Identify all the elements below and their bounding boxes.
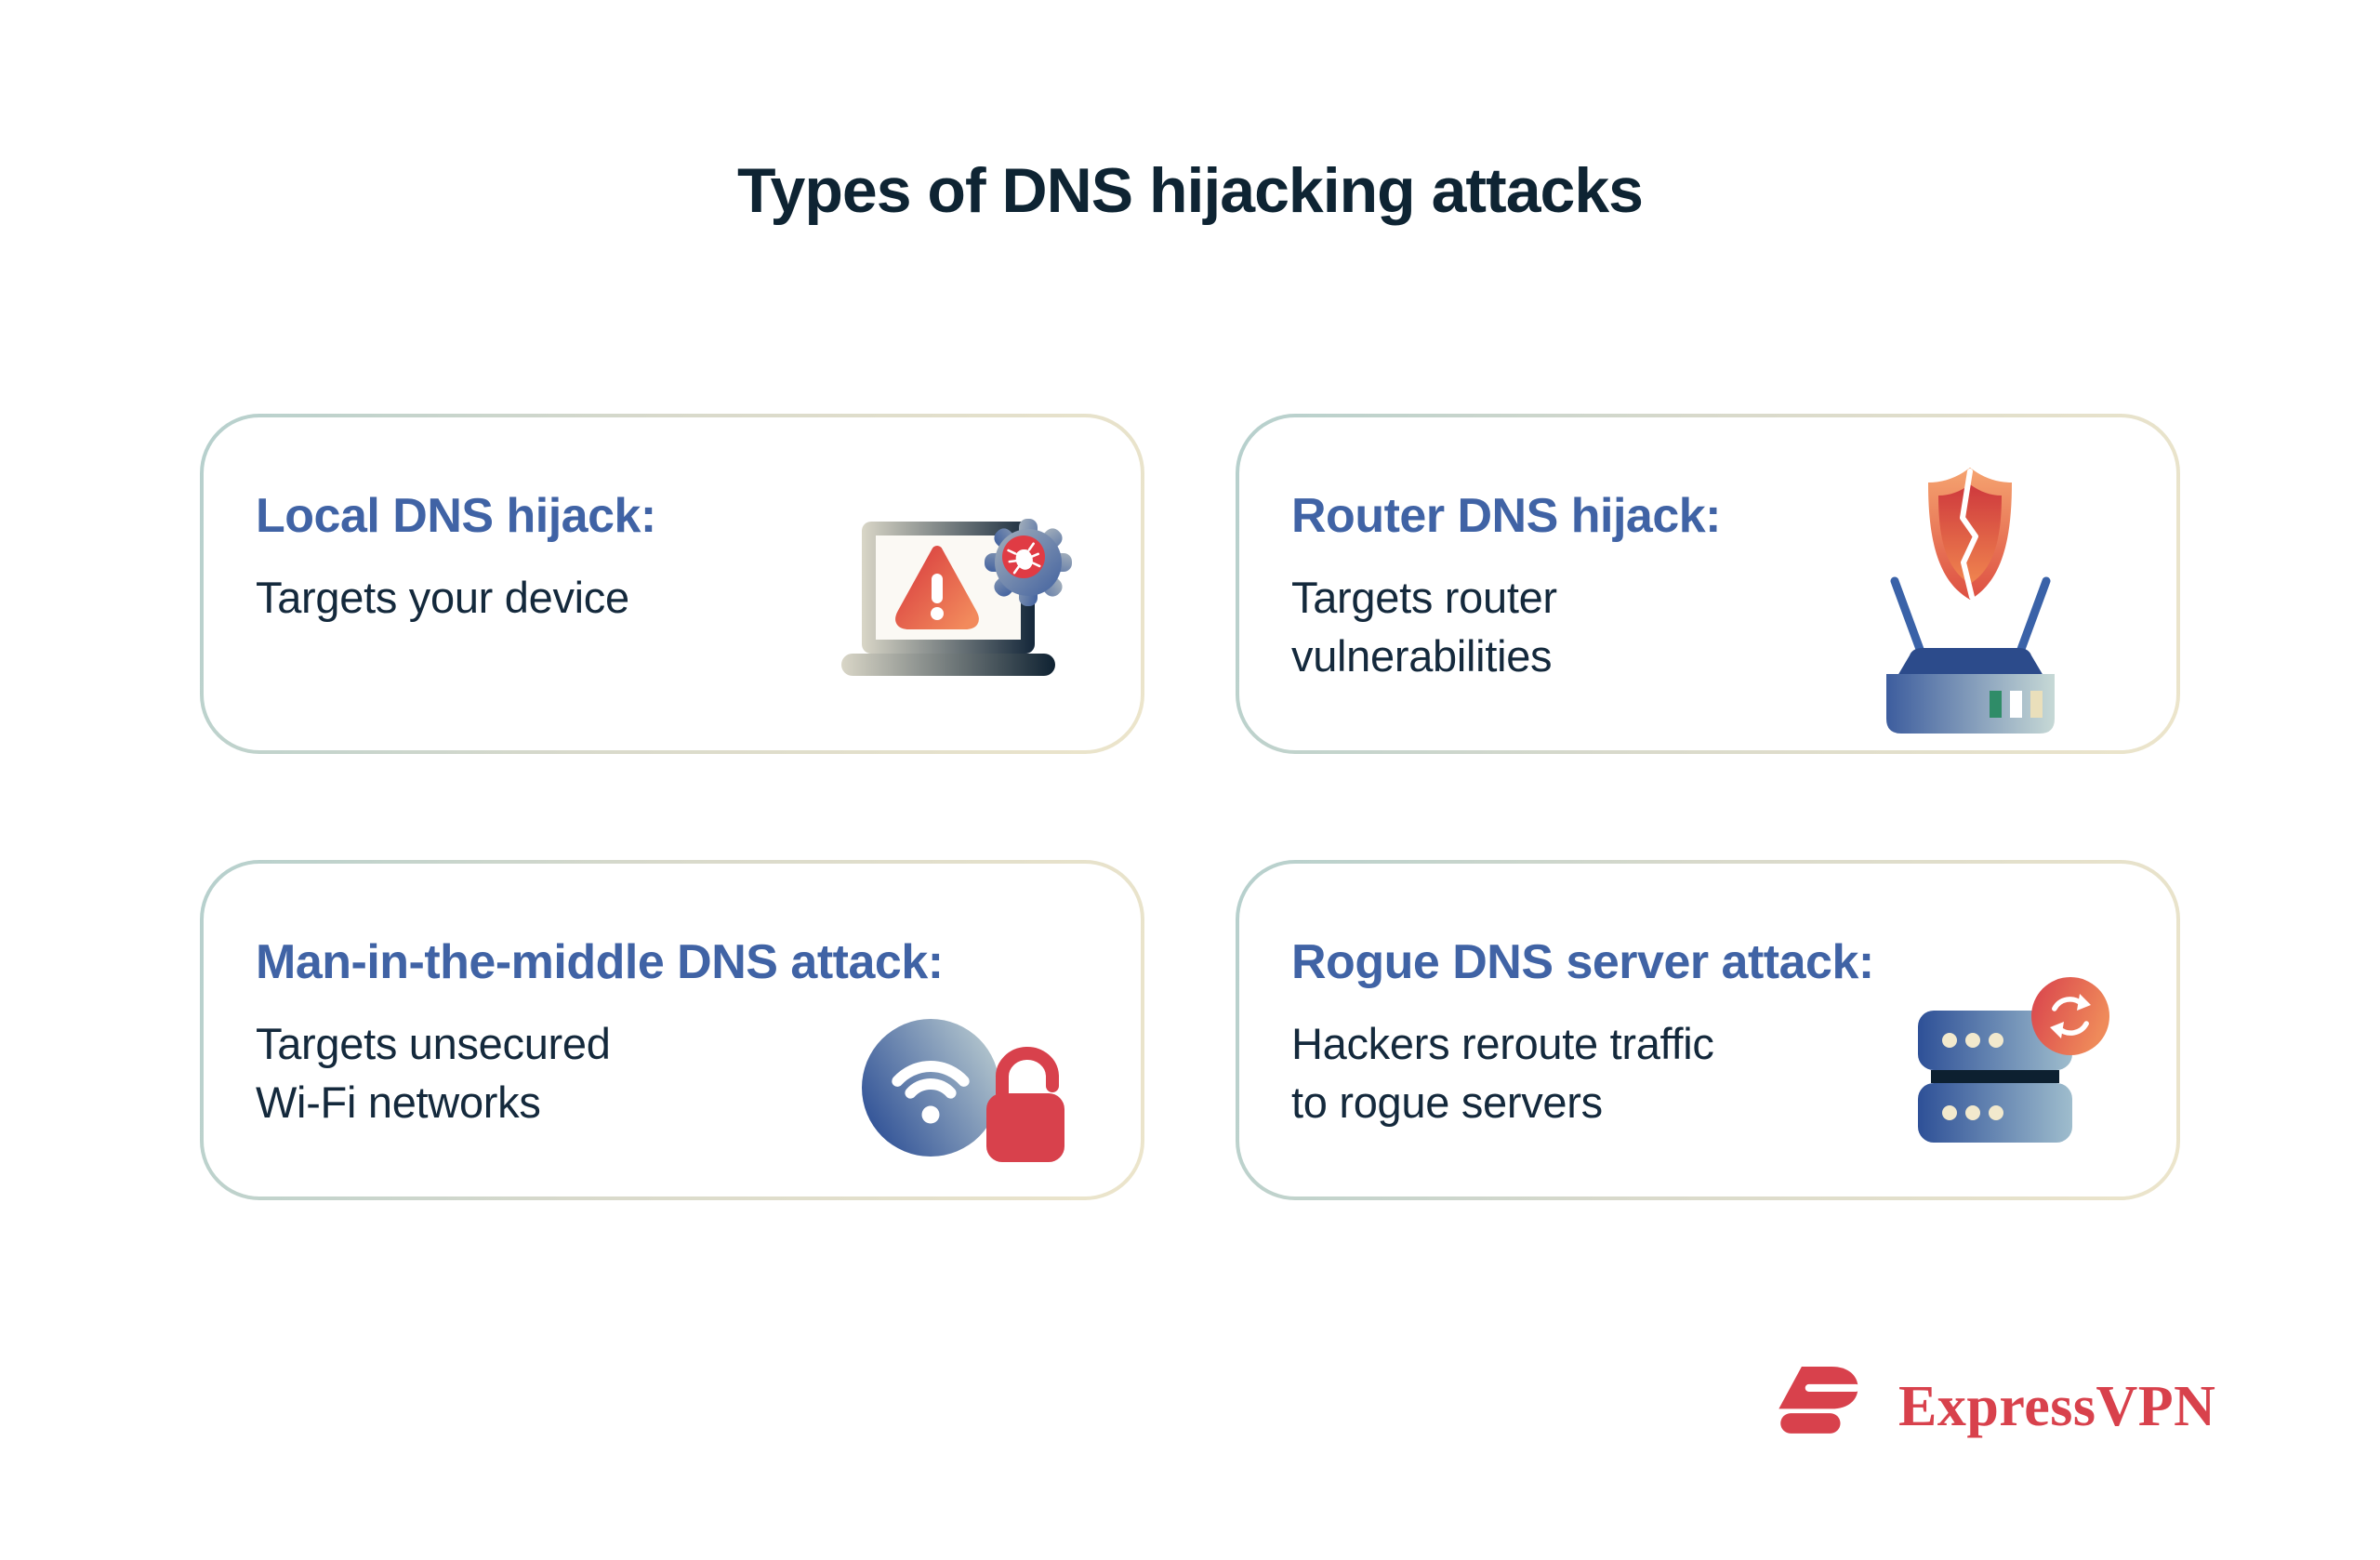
server-reroute-icon <box>1905 972 2121 1159</box>
card-heading: Man-in-the-middle DNS attack: <box>256 935 944 989</box>
card-router-dns-hijack: Router DNS hijack: Targets router vulner… <box>1236 414 2180 754</box>
page-title: Types of DNS hijacking attacks <box>737 155 1644 226</box>
card-mitm-dns-attack: Man-in-the-middle DNS attack: Targets un… <box>200 860 1144 1200</box>
router-breached-shield-icon <box>1861 464 2080 739</box>
card-description: Targets router vulnerabilities <box>1291 573 1557 681</box>
card-description: Hackers reroute traffic to rogue servers <box>1291 1019 1714 1128</box>
expressvpn-logo-icon <box>1768 1363 1865 1451</box>
card-local-dns-hijack-inner: Local DNS hijack: Targets your device <box>204 417 1141 750</box>
card-rogue-dns-server-attack-inner: Rogue DNS server attack: Hackers reroute… <box>1239 864 2176 1196</box>
card-local-dns-hijack: Local DNS hijack: Targets your device <box>200 414 1144 754</box>
brand-lockup: ExpressVPN <box>1768 1363 2215 1451</box>
laptop-malware-warning-icon <box>823 505 1083 714</box>
card-router-dns-hijack-inner: Router DNS hijack: Targets router vulner… <box>1239 417 2176 750</box>
card-heading: Router DNS hijack: <box>1291 489 1721 543</box>
card-heading: Local DNS hijack: <box>256 489 656 543</box>
card-mitm-dns-attack-inner: Man-in-the-middle DNS attack: Targets un… <box>204 864 1141 1196</box>
card-rogue-dns-server-attack: Rogue DNS server attack: Hackers reroute… <box>1236 860 2180 1200</box>
card-heading: Rogue DNS server attack: <box>1291 935 1874 989</box>
wifi-open-lock-icon <box>849 999 1081 1176</box>
card-description: Targets unsecured Wi-Fi networks <box>256 1019 611 1128</box>
brand-name: ExpressVPN <box>1898 1375 2216 1438</box>
card-description: Targets your device <box>256 573 629 622</box>
